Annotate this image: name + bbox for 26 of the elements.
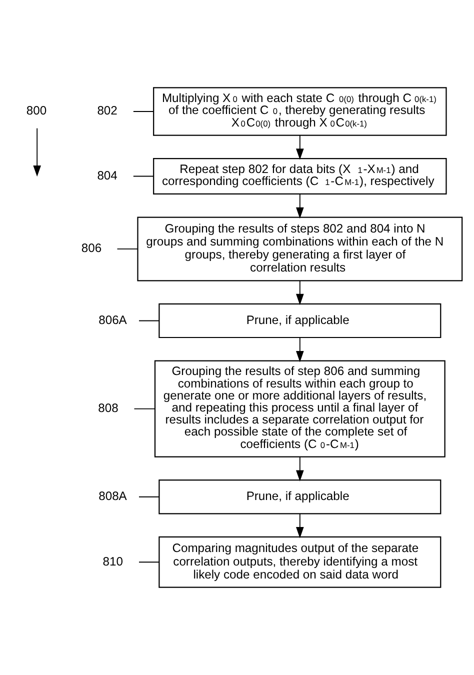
connector <box>116 248 138 250</box>
arrow <box>33 128 41 177</box>
connector <box>134 408 156 410</box>
connector <box>132 111 154 112</box>
arrow <box>296 337 304 362</box>
connector <box>138 562 160 563</box>
connector <box>132 176 154 177</box>
node-text: 800 <box>26 104 47 118</box>
arrow <box>296 513 304 538</box>
node-text: 808 <box>98 400 118 415</box>
node-text: 806A <box>98 312 127 327</box>
node-box: Grouping the results of steps 802 and 804 into N groups and summing combinations within each of the N groups, thereby generating a first layer of correlation results <box>137 216 463 282</box>
node-text: 810 <box>102 554 124 568</box>
node-text: 808A <box>98 489 127 504</box>
arrow <box>296 280 304 306</box>
connector <box>138 320 160 322</box>
arrow <box>296 135 304 160</box>
node-box: Prune, if applicable <box>158 480 442 514</box>
connector <box>138 496 160 498</box>
node-box: Prune, if applicable <box>158 303 442 338</box>
node-box: Comparing magnitudes output of the separate correlation outputs, thereby identifying a most likely code encoded on said data word <box>158 536 442 588</box>
arrow <box>296 194 304 219</box>
node-text: 802 <box>97 104 118 118</box>
node-text: 806 <box>81 241 102 256</box>
node-text: 804 <box>97 168 118 182</box>
arrow <box>296 456 304 482</box>
